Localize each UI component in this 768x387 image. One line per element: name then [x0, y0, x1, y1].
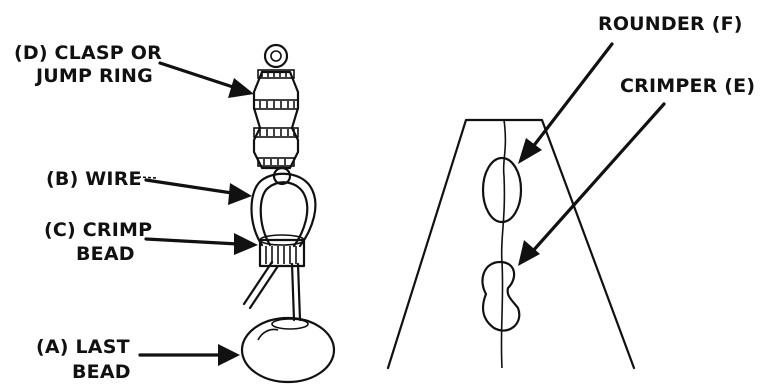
last-bead-arrow [138, 344, 240, 366]
crimp-bead-label-line1: (C) CRIMP [44, 219, 152, 241]
clasp-illustration [252, 43, 300, 186]
wire-loop-illustration [242, 172, 317, 322]
last-bead-illustration [240, 316, 336, 384]
clasp-label-line2: JUMP RING [34, 65, 153, 87]
crimp-bead-arrow [144, 233, 258, 255]
wire-arrow [144, 178, 252, 205]
last-bead-label-line1: (A) LAST [36, 336, 130, 358]
crimper-notch-illustration [481, 260, 521, 332]
rounder-label: ROUNDER (F) [598, 13, 743, 35]
crimp-bead-illustration [258, 234, 306, 268]
pliers-jaws-illustration [386, 118, 636, 370]
crimp-bead-label-line2: BEAD [76, 243, 135, 265]
last-bead-label-line2: BEAD [72, 361, 131, 383]
rounder-notch-illustration [481, 156, 523, 224]
wire-label: (B) WIRE [46, 168, 142, 190]
clasp-label-line1: (D) CLASP OR [14, 42, 162, 64]
crimper-label: CRIMPER (E) [620, 75, 755, 97]
wire-dash-line [137, 176, 159, 179]
crimper-arrow [518, 102, 666, 266]
rounder-arrow [518, 42, 614, 164]
clasp-arrow [158, 61, 254, 98]
